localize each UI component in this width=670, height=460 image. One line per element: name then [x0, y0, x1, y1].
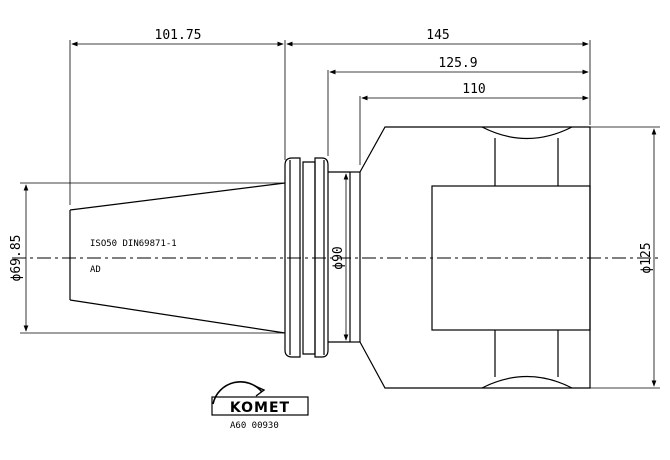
dim-flange-diameter: ϕ90	[331, 246, 346, 269]
logo-brand: KOMET	[230, 400, 290, 416]
dim-body-diameter: ϕ125	[639, 242, 654, 273]
dim-total-length: 145	[426, 28, 449, 43]
tool-body	[350, 126, 591, 389]
part-number: A60 00930	[230, 421, 279, 431]
dimension-lines	[23, 41, 657, 387]
extension-lines	[20, 40, 660, 389]
flange	[284, 157, 351, 358]
dim-body-length-2: 110	[462, 82, 485, 97]
dim-body-length-1: 125.9	[438, 56, 477, 71]
form-label: AD	[90, 265, 101, 275]
taper-shank	[69, 182, 286, 334]
dim-taper-length: 101.75	[155, 28, 202, 43]
dim-taper-diameter: ϕ69.85	[9, 235, 24, 282]
spec-label: ISO50 DIN69871-1	[90, 239, 177, 249]
komet-logo: KOMET	[211, 381, 309, 416]
